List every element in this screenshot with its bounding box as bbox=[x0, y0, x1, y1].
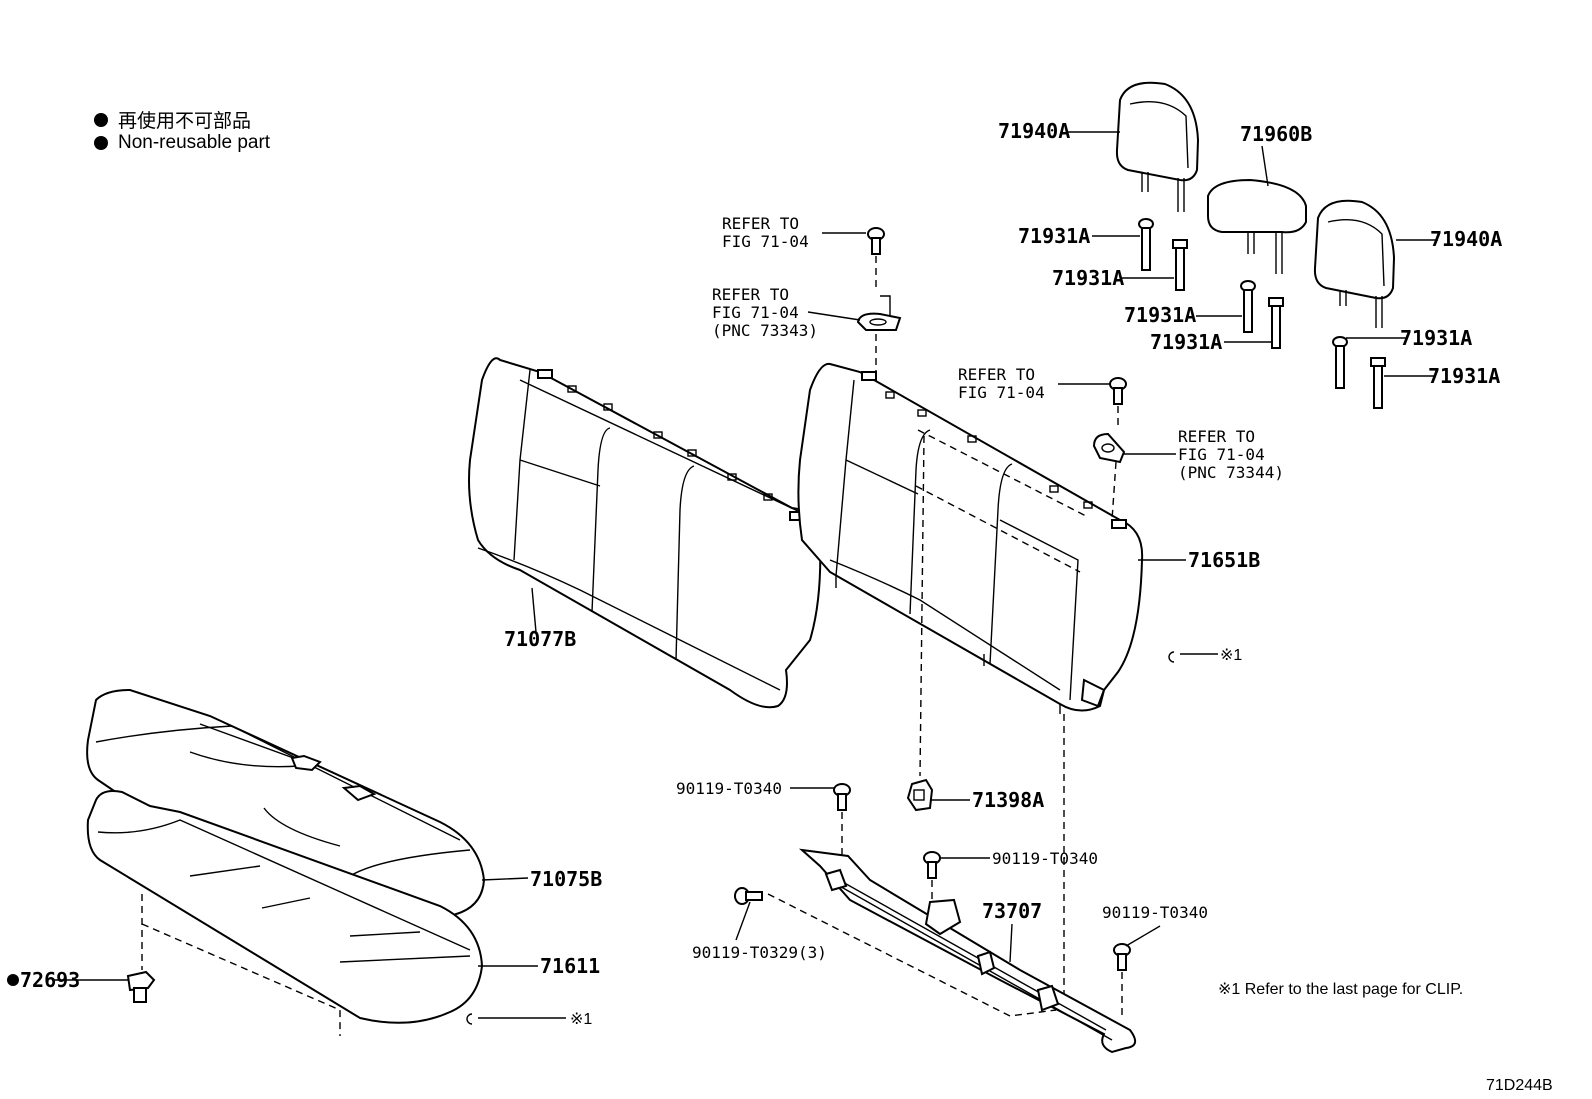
label-bolt-a: 90119-T0340 bbox=[676, 779, 782, 798]
legend-jp: 再使用不可部品 bbox=[94, 106, 251, 133]
bolt-a-drawing bbox=[833, 783, 851, 811]
label-frame: 73707 bbox=[982, 899, 1042, 923]
ref4-line3: (PNC 73344) bbox=[1178, 463, 1284, 482]
bracket-73344-drawing bbox=[1092, 432, 1126, 464]
bolt-ref3-drawing bbox=[1109, 377, 1127, 405]
figure-code: 71D244B bbox=[1486, 1077, 1553, 1094]
ref1-line2: FIG 71-04 bbox=[722, 232, 809, 251]
label-headrest-left: 71940A bbox=[998, 119, 1070, 143]
headrest-right-drawing bbox=[1313, 199, 1396, 328]
clip-symbol-icon bbox=[466, 1013, 473, 1025]
label-guide-5: 71931A bbox=[1400, 326, 1472, 350]
label-guide-4: 71931A bbox=[1150, 330, 1222, 354]
label-guide-1: 71931A bbox=[1018, 224, 1090, 248]
clip-symbol-icon bbox=[1168, 651, 1175, 663]
ref3-line1: REFER TO bbox=[958, 365, 1035, 384]
legend-jp-text: 再使用不可部品 bbox=[118, 111, 252, 132]
label-bolt-b: 90119-T0340 bbox=[992, 849, 1098, 868]
label-headrest-right: 71940A bbox=[1430, 227, 1502, 251]
ref3-line2: FIG 71-04 bbox=[958, 383, 1045, 402]
frame-73707-drawing bbox=[767, 848, 1137, 1054]
headrest-guides-drawing bbox=[1138, 218, 1386, 409]
seat-cushion-cover-drawing bbox=[86, 688, 486, 939]
label-clip-mark-cushion: ※1 bbox=[570, 1011, 592, 1028]
seat-back-cover-drawing bbox=[468, 357, 822, 709]
bracket-73343-drawing bbox=[856, 295, 902, 331]
bolt-c-drawing bbox=[1113, 943, 1131, 971]
seat-cushion-pad-drawing bbox=[86, 790, 484, 1024]
label-back-cover: 71077B bbox=[504, 627, 576, 651]
label-bolt-c: 90119-T0340 bbox=[1102, 903, 1208, 922]
label-guide-3: 71931A bbox=[1124, 303, 1196, 327]
seat-back-frame-drawing bbox=[797, 362, 1144, 714]
label-cushion-pad: 71611 bbox=[540, 954, 600, 978]
bolt-d-drawing bbox=[734, 887, 763, 905]
legend-en: Non-reusable part bbox=[94, 132, 270, 154]
non-reusable-dot-icon bbox=[94, 136, 108, 150]
bolt-b-drawing bbox=[923, 851, 941, 879]
ref4-line2: FIG 71-04 bbox=[1178, 445, 1265, 464]
bolt-ref1-drawing bbox=[867, 227, 885, 255]
ref2-line3: (PNC 73343) bbox=[712, 321, 818, 340]
label-bolt-d: 90119-T0329(3) bbox=[692, 943, 827, 962]
hinge-71398a-drawing bbox=[906, 778, 934, 812]
ref1-line1: REFER TO bbox=[722, 214, 799, 233]
label-guide-6: 71931A bbox=[1428, 364, 1500, 388]
label-guide-2: 71931A bbox=[1052, 266, 1124, 290]
clip-note: ※1 Refer to the last page for CLIP. bbox=[1218, 981, 1463, 998]
label-back-frame: 71651B bbox=[1188, 548, 1260, 572]
headrest-left-drawing bbox=[1115, 81, 1200, 212]
clip-72693-drawing bbox=[126, 970, 156, 1003]
ref4-line1: REFER TO bbox=[1178, 427, 1255, 446]
label-clip-72693: 72693 bbox=[20, 968, 80, 992]
label-clip-mark-back: ※1 bbox=[1220, 647, 1242, 664]
non-reusable-dot-icon bbox=[94, 112, 108, 127]
label-headrest-center: 71960B bbox=[1240, 122, 1312, 146]
label-cushion-cover: 71075B bbox=[530, 867, 602, 891]
label-hinge: 71398A bbox=[972, 788, 1044, 812]
non-reusable-dot-icon bbox=[7, 974, 19, 986]
ref2-line1: REFER TO bbox=[712, 285, 789, 304]
ref2-line2: FIG 71-04 bbox=[712, 303, 799, 322]
headrest-center-drawing bbox=[1207, 178, 1307, 274]
legend-en-text: Non-reusable part bbox=[118, 132, 271, 153]
